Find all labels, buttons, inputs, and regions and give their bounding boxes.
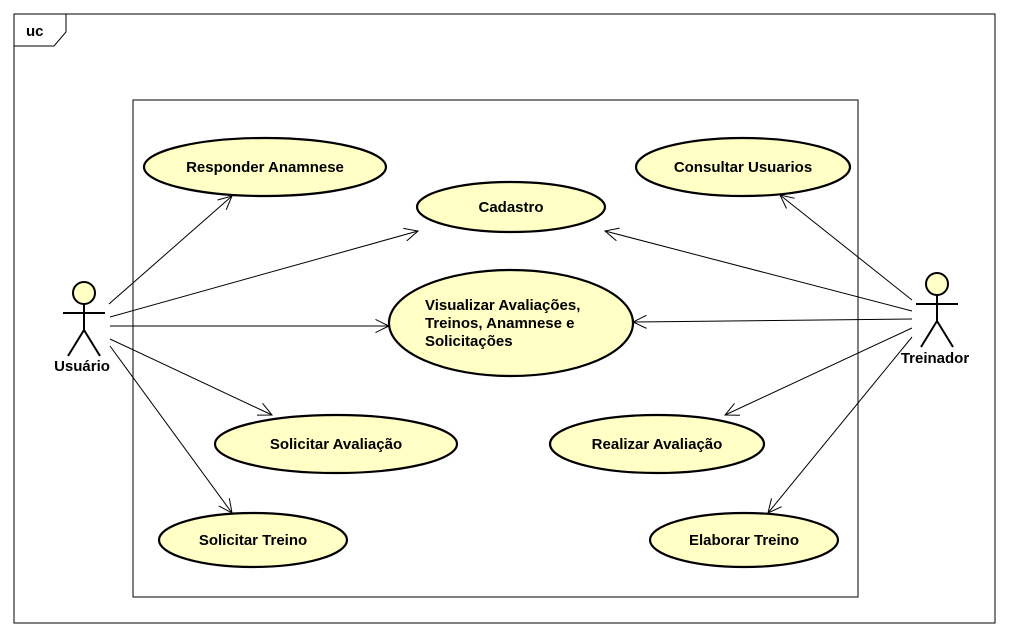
use-case-label: Consultar Usuarios [674, 159, 812, 176]
use-case-label: Treinos, Anamnese e [425, 315, 575, 332]
use-case-ellipse [415, 180, 607, 234]
use-case-ellipse [142, 136, 388, 198]
association-line [767, 336, 913, 514]
use-case-cadastro[interactable]: Cadastro [415, 180, 607, 234]
association-line [108, 195, 233, 305]
actor-left-leg [920, 320, 938, 348]
system-boundary [132, 99, 859, 598]
actor-right-leg [936, 320, 954, 348]
use-case-ellipse [634, 136, 852, 198]
association-line [109, 345, 233, 514]
use-case-ellipse [648, 511, 840, 569]
association-usuario-solicitar-avaliacao [109, 338, 274, 416]
use-case-ellipse [213, 413, 459, 475]
actor-left-leg [67, 329, 85, 357]
arrowhead [256, 403, 274, 416]
use-case-ellipse [548, 413, 766, 475]
association-line [109, 230, 419, 318]
actor-head [72, 281, 96, 305]
use-case-consultar-usuarios[interactable]: Consultar Usuarios [634, 136, 852, 198]
actor-usuario[interactable]: Usuário [54, 281, 110, 375]
use-case-label: Cadastro [478, 199, 543, 216]
association-line [632, 318, 913, 323]
actor-treinador[interactable]: Treinador [901, 272, 970, 367]
use-case-label: Solicitar Avaliação [270, 436, 402, 453]
association-usuario-cadastro [109, 227, 420, 318]
association-treinador-realizar-avaliacao [723, 327, 913, 416]
actors: Usuário Treinador [54, 272, 970, 375]
use-case-label: Responder Anamnese [186, 159, 344, 176]
use-case-ellipse [387, 268, 635, 378]
arrowhead [603, 227, 620, 242]
use-case-solicitar-treino[interactable]: Solicitar Treino [157, 511, 349, 569]
actor-label: Treinador [901, 350, 970, 367]
frame-tag [13, 13, 67, 47]
association-line [604, 230, 913, 312]
use-case-label: Elaborar Treino [689, 532, 799, 549]
use-case-responder-anamnese[interactable]: Responder Anamnese [142, 136, 388, 198]
use-case-elaborar-treino[interactable]: Elaborar Treino [648, 511, 840, 569]
use-case-realizar-avaliacao[interactable]: Realizar Avaliação [548, 413, 766, 475]
association-treinador-cadastro [603, 227, 913, 312]
use-case-label: Solicitar Treino [199, 532, 307, 549]
actor-head [925, 272, 949, 296]
actor-label: Usuário [54, 358, 110, 375]
association-line [109, 338, 273, 416]
use-case-label: Visualizar Avaliações, [425, 297, 580, 314]
use-case-visualizar[interactable]: Visualizar Avaliações,Treinos, Anamnese … [387, 268, 635, 378]
use-case-label: Solicitações [425, 333, 513, 350]
association-line [724, 327, 913, 416]
actor-right-leg [83, 329, 101, 357]
association-line [779, 194, 913, 301]
frame-label: uc [26, 23, 44, 40]
arrowhead [723, 403, 741, 416]
arrowhead [403, 227, 420, 242]
use-case-label: Realizar Avaliação [592, 436, 723, 453]
use-case-ellipse [157, 511, 349, 569]
use-case-solicitar-avaliacao[interactable]: Solicitar Avaliação [213, 413, 459, 475]
